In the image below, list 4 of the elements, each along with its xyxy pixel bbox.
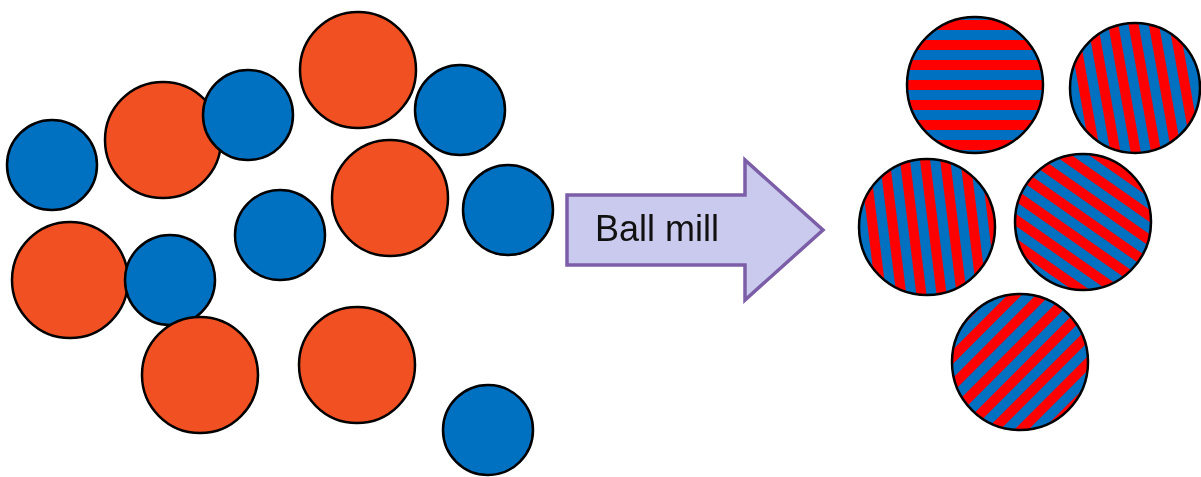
block-arrow — [565, 156, 826, 304]
particle-cluster-drawing — [857, 15, 1201, 432]
particle-cluster-drawing — [5, 10, 555, 477]
edge-label: Ball mill — [595, 208, 719, 250]
